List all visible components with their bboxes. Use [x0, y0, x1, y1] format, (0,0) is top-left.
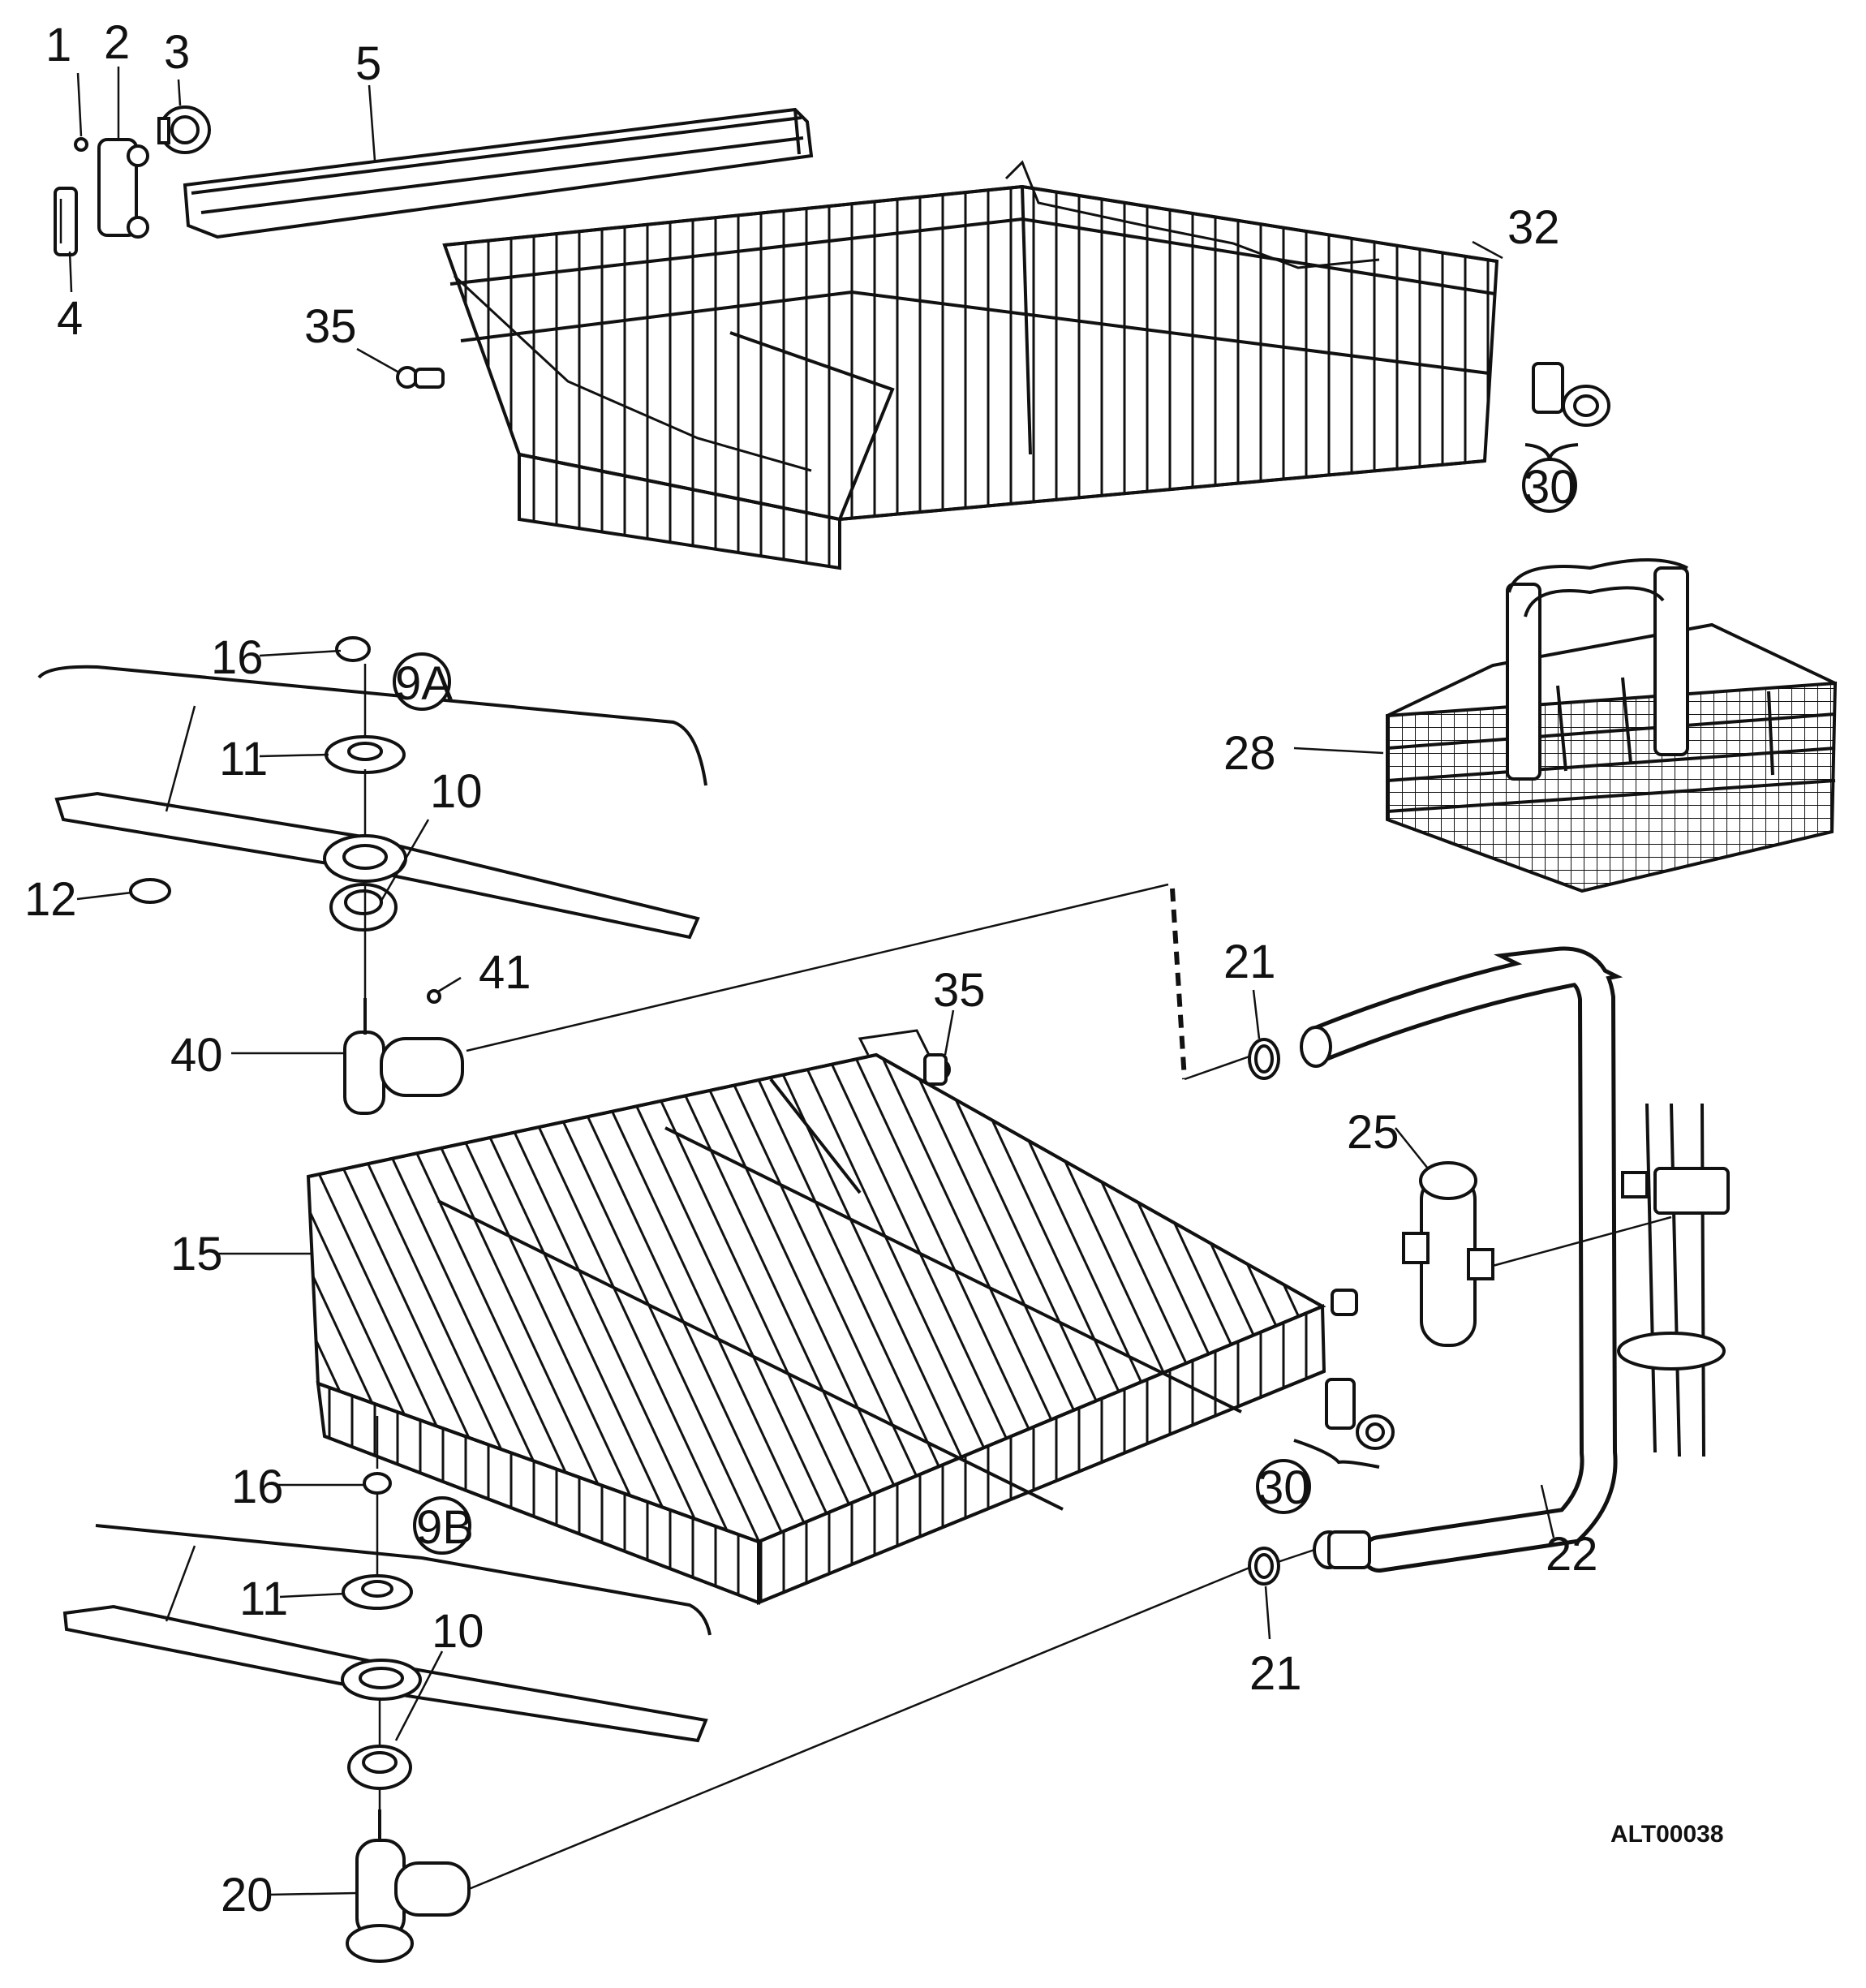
- rack-bracket: [1402, 1161, 1672, 1347]
- label-32: 32: [1507, 201, 1560, 254]
- label-12: 12: [24, 873, 77, 926]
- label-10-a: 10: [430, 765, 483, 818]
- rail-track: [183, 107, 814, 239]
- label-9a: 9A: [395, 657, 453, 710]
- label-15: 15: [170, 1228, 223, 1280]
- lower-spray-arm-assembly: [62, 1416, 712, 1963]
- label-1: 1: [45, 19, 71, 71]
- upper-spray-arm-assembly: [37, 636, 707, 1115]
- label-41: 41: [479, 946, 531, 999]
- callout-9b: 9B: [413, 1496, 474, 1555]
- tub-wall-detail: [1617, 1103, 1730, 1457]
- label-10-b: 10: [432, 1605, 484, 1658]
- callout-9a: 9A: [393, 652, 453, 711]
- label-40: 40: [170, 1029, 223, 1082]
- label-16-b: 16: [231, 1461, 284, 1513]
- rack-stop-clip-bottom: [1293, 1378, 1395, 1469]
- diagram-code: ALT00038: [1610, 1821, 1724, 1848]
- silverware-basket: [1386, 558, 1838, 893]
- label-5: 5: [355, 37, 381, 90]
- label-22: 22: [1546, 1528, 1598, 1581]
- label-21-bot: 21: [1249, 1647, 1302, 1700]
- label-4: 4: [57, 292, 83, 345]
- lower-rack: [306, 1029, 1326, 1605]
- label-21-top: 21: [1223, 936, 1276, 988]
- label-35-top: 35: [304, 300, 357, 353]
- label-2: 2: [104, 16, 130, 69]
- label-25: 25: [1347, 1106, 1400, 1159]
- upper-rack: [442, 160, 1499, 570]
- label-16-a: 16: [211, 631, 264, 684]
- label-28: 28: [1223, 727, 1276, 780]
- label-20: 20: [221, 1869, 273, 1921]
- label-9b: 9B: [416, 1501, 474, 1554]
- label-30-top: 30: [1524, 461, 1576, 514]
- supply-tube: [1248, 946, 1623, 1586]
- callout-30-top: 30: [1522, 458, 1577, 514]
- label-30-mid: 30: [1258, 1461, 1310, 1514]
- label-35-mid: 35: [933, 964, 986, 1017]
- callout-30-mid: 30: [1256, 1459, 1311, 1514]
- label-11-a: 11: [219, 733, 268, 785]
- label-3: 3: [164, 26, 190, 79]
- rack-stop-clip-top: [1524, 362, 1610, 464]
- rail-end-cap-parts: [54, 105, 211, 256]
- label-11-b: 11: [239, 1573, 288, 1625]
